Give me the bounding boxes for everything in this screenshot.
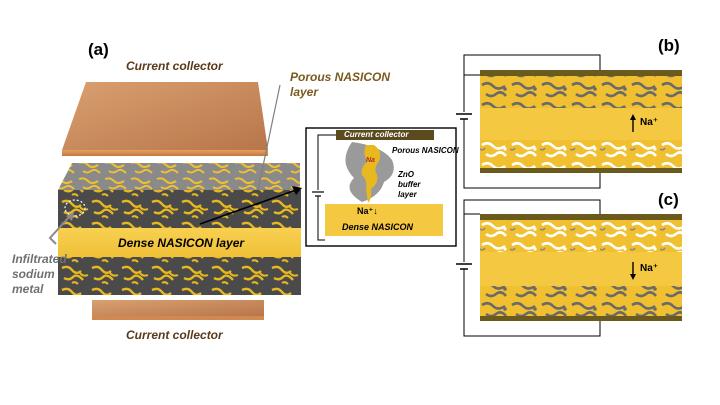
inset-sodium-dendrite	[361, 145, 381, 203]
ion-b-arrow-head	[630, 114, 636, 120]
cell-c-dense	[480, 252, 682, 286]
infiltrated-arrow	[48, 215, 71, 245]
panel-c-label: (c)	[658, 190, 679, 209]
bottom-current-collector	[92, 300, 264, 316]
cell-b-lower-porous	[480, 140, 682, 168]
cell-c-lower-porous	[480, 286, 682, 316]
ion-c-label: Na⁺	[640, 263, 659, 274]
porous-layer-label-2: layer	[290, 85, 319, 99]
inset-zno-label-1: ZnO	[398, 170, 414, 179]
upper-porous-layer	[58, 190, 301, 228]
bottom-current-collector-edge	[92, 316, 264, 320]
infiltrated-highlight	[64, 199, 86, 217]
top-current-collector	[62, 82, 268, 150]
stack-top-face	[58, 163, 300, 190]
ion-c-arrow-head	[630, 274, 636, 280]
cell-b-bottom-collector	[480, 168, 682, 173]
cell-c-top-collector	[480, 214, 682, 220]
panel-b-label: (b)	[658, 36, 680, 55]
ion-b-label: Na⁺	[640, 117, 659, 128]
cell-b-top-collector	[480, 70, 682, 76]
inset-dense-label: Dense NASICON	[342, 222, 414, 232]
cell-b-dense	[480, 108, 682, 140]
inset-current-collector	[336, 130, 434, 140]
inset-wire-top	[317, 134, 336, 190]
circuit-c-top	[463, 199, 601, 215]
inset-sodium-marker: Na	[366, 157, 375, 164]
inset-na-ion-label: Na⁺↓	[357, 206, 378, 216]
infiltrated-arrow-head	[66, 212, 74, 221]
inset-zno-label-2: buffer	[398, 180, 421, 189]
cell-c-upper-porous	[480, 220, 682, 252]
porous-layer-label-1: Porous NASICON	[290, 70, 391, 84]
porous-callout-line	[257, 84, 281, 191]
inset-wire-bottom	[317, 196, 325, 241]
inset-dense-nasicon	[325, 204, 443, 236]
circuit-b-top	[463, 54, 601, 76]
current-collector-bottom-label: Current collector	[126, 328, 223, 342]
inset-pointer-head	[292, 186, 302, 195]
infiltrated-label-2: sodium	[12, 267, 55, 281]
inset-pointer-line	[199, 189, 297, 225]
cell-b-upper-porous	[480, 76, 682, 108]
inset-zno-label-3: layer	[398, 190, 417, 199]
inset-porous-label: Porous NASICON	[392, 146, 459, 155]
infiltrated-label-1: Infiltrated	[12, 252, 67, 266]
inset-current-collector-label: Current collector	[344, 130, 409, 139]
dense-nasicon-layer	[58, 228, 301, 257]
panel-a-label: (a)	[88, 40, 109, 59]
cell-c-bottom-collector	[480, 316, 682, 321]
dense-layer-label: Dense NASICON layer	[118, 236, 245, 250]
top-current-collector-edge	[62, 150, 268, 156]
current-collector-top-label: Current collector	[126, 59, 223, 73]
circuit-b-bottom	[463, 119, 601, 189]
lower-porous-layer	[58, 257, 301, 295]
infiltrated-label-3: metal	[12, 282, 44, 296]
circuit-c-bottom	[463, 269, 601, 337]
